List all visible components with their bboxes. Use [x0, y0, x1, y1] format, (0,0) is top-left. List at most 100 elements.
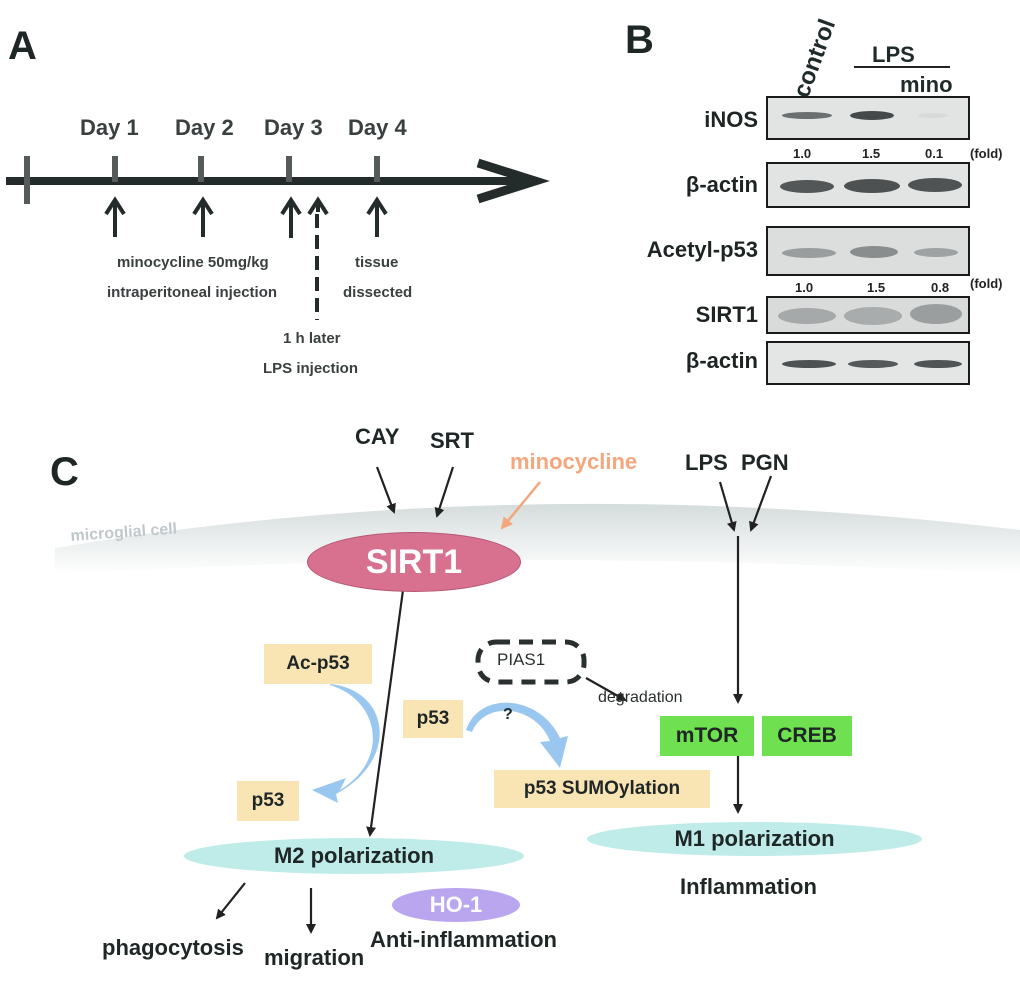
arrow-phagocytosis	[215, 882, 246, 920]
arrow-day3-icon	[280, 196, 302, 238]
day-4-label: Day 4	[348, 115, 407, 140]
pgn-stimulus-label: PGN	[741, 450, 789, 475]
arrow-sirt1-m2	[366, 589, 405, 837]
degradation-label: degradation	[598, 689, 683, 706]
band-actin1-control	[780, 180, 834, 193]
p53-sumoylation-label: p53 SUMOylation	[523, 778, 681, 799]
band-actin2-mino	[914, 360, 962, 368]
p53-mid-box: p53	[403, 700, 463, 738]
arrow-day1-icon	[104, 196, 126, 237]
p53-sumoylation-box: p53 SUMOylation	[494, 770, 710, 808]
blot-label-sirt1: SIRT1	[695, 302, 758, 327]
question-mark: ?	[503, 706, 513, 723]
band-sirt1-control	[778, 308, 836, 324]
day-1-label: Day 1	[80, 115, 139, 140]
minocycline-label: minocycline	[510, 449, 638, 474]
band-acp53-mino	[914, 248, 958, 257]
tick-day4	[374, 156, 380, 182]
arrow-acp53-to-p53-icon	[312, 684, 380, 803]
ac-p53-label: Ac-p53	[286, 653, 350, 674]
creb-label: CREB	[777, 724, 837, 747]
sirt1-node: SIRT1	[307, 532, 521, 592]
lps-injection-note: LPS injection	[263, 360, 359, 377]
pias1-box	[475, 639, 587, 685]
tick-day2	[198, 156, 204, 182]
p53-mid-label: p53	[416, 708, 450, 729]
band-sirt1-lps	[844, 307, 902, 325]
blot-label-beta-actin-1: β-actin	[685, 172, 758, 197]
day-3-label: Day 3	[264, 115, 323, 140]
blot-sirt1	[766, 296, 970, 334]
tick-day3	[286, 156, 292, 182]
blot-beta-actin-2	[766, 341, 970, 385]
anti-inflammation-label: Anti-inflammation	[370, 927, 557, 952]
sirt1-node-label: SIRT1	[365, 542, 463, 581]
blue-curved-arrows	[312, 684, 568, 803]
panel-c-label: C	[50, 450, 79, 494]
band-actin1-mino	[908, 178, 962, 192]
mtor-box: mTOR	[660, 716, 754, 756]
day-2-label: Day 2	[175, 115, 234, 140]
inflammation-label: Inflammation	[680, 874, 817, 899]
arrow-p53-to-sumo-icon	[466, 702, 568, 768]
arrow-cay-sirt1	[375, 466, 396, 514]
acp53-fold-mino: 0.8	[931, 280, 950, 295]
acp53-fold-control: 1.0	[795, 280, 814, 295]
dissected-note: dissected	[343, 284, 413, 301]
phagocytosis-label: phagocytosis	[102, 935, 244, 960]
band-actin1-lps	[844, 179, 900, 193]
minocycline-dose-note: minocycline 50mg/kg	[117, 254, 269, 271]
panel-a-label: A	[8, 24, 37, 68]
arrow-srt-sirt1	[434, 466, 455, 518]
lane-lps-label: LPS	[872, 42, 915, 67]
arrow-pias1-degradation	[585, 677, 627, 701]
blot-acetyl-p53	[766, 226, 970, 276]
blot-label-inos: iNOS	[704, 107, 758, 132]
blot-beta-actin-1	[766, 162, 970, 208]
creb-box: CREB	[762, 716, 852, 756]
band-sirt1-mino	[910, 304, 962, 324]
panel-b-label: B	[625, 18, 654, 62]
inos-fold-lps: 1.5	[862, 146, 881, 161]
band-actin2-lps	[848, 360, 898, 368]
m1-polarization-node: M1 polarization	[587, 822, 922, 856]
acp53-fold-lps: 1.5	[867, 280, 886, 295]
pias1-label: PIAS1	[497, 650, 546, 669]
band-inos-control	[782, 112, 832, 119]
band-inos-mino	[918, 113, 948, 118]
timeline-arrowhead-icon	[476, 158, 550, 204]
lps-delay-note: 1 h later	[283, 330, 341, 347]
ho1-node: HO-1	[392, 888, 520, 922]
migration-label: migration	[264, 945, 365, 970]
ho1-label: HO-1	[429, 892, 483, 917]
band-acp53-control	[782, 248, 836, 258]
lps-bracket-line	[854, 66, 950, 68]
m2-polarization-label: M2 polarization	[273, 843, 435, 868]
ac-p53-box: Ac-p53	[264, 644, 372, 684]
srt-label: SRT	[430, 428, 474, 453]
lps-stimulus-label: LPS	[685, 450, 728, 475]
inos-fold-control: 1.0	[793, 146, 812, 161]
injection-route-note: intraperitoneal injection	[107, 284, 278, 301]
tick-day1	[112, 156, 118, 182]
arrow-minocycline-sirt1	[500, 481, 541, 530]
p53-left-box: p53	[237, 781, 299, 821]
tissue-note: tissue	[355, 254, 399, 271]
arrow-lps-icon	[307, 196, 329, 216]
injection-arrows	[104, 196, 388, 320]
cell-membrane	[55, 503, 1020, 575]
timeline-start-tick	[24, 156, 30, 204]
mtor-label: mTOR	[675, 724, 739, 747]
inos-fold-mino: 0.1	[925, 146, 944, 161]
blot-inos	[766, 96, 970, 140]
arrow-day4-icon	[366, 196, 388, 237]
timeline	[6, 156, 550, 204]
lane-mino-label: mino	[900, 72, 953, 97]
blot-label-acetyl-p53: Acetyl-p53	[646, 237, 758, 262]
m2-polarization-node: M2 polarization	[184, 838, 524, 874]
band-acp53-lps	[850, 246, 898, 258]
arrow-day2-icon	[192, 196, 214, 237]
cay-label: CAY	[355, 424, 400, 449]
arrow-lps	[718, 481, 737, 532]
